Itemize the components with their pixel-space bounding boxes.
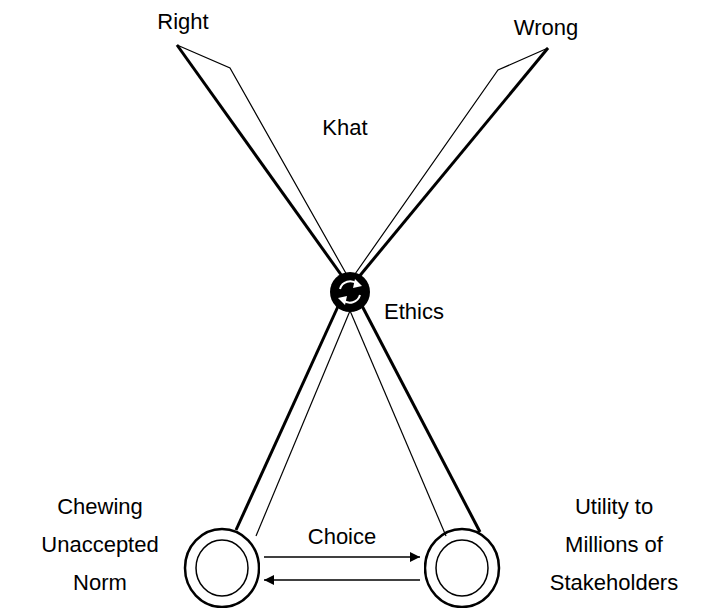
ring-inner: [436, 540, 488, 596]
handle-edge: [348, 306, 446, 536]
handle-ring-node: Utility to Millions of Stakeholders: [424, 488, 686, 608]
concept-label: Khat: [322, 115, 367, 141]
blade-edge: [348, 48, 548, 290]
node-label: Chewing Unaccepted Norm: [30, 488, 170, 602]
handle-ring-node: Chewing Unaccepted Norm: [30, 488, 260, 608]
concept-label: Wrong: [514, 15, 578, 41]
blade-edge: [177, 45, 352, 284]
edge-label: Choice: [305, 524, 379, 550]
blade-edge: [177, 45, 352, 290]
node-label: Utility to Millions of Stakeholders: [544, 488, 684, 602]
pivot-arrowhead: [338, 296, 347, 305]
handle-edge: [236, 302, 340, 530]
blade-edge: [348, 48, 548, 284]
pivot-arrowhead: [353, 279, 362, 288]
concept-label: Right: [157, 9, 208, 35]
choice-arrow: [264, 556, 420, 558]
handle-edge: [360, 302, 480, 532]
ring-outer: [425, 529, 499, 607]
concept-label: Ethics: [384, 299, 444, 325]
handle-edge: [256, 306, 352, 536]
ring-inner: [196, 540, 248, 596]
choice-arrow: [264, 579, 420, 581]
ring-outer: [185, 529, 259, 607]
pivot-screw: [330, 272, 370, 312]
